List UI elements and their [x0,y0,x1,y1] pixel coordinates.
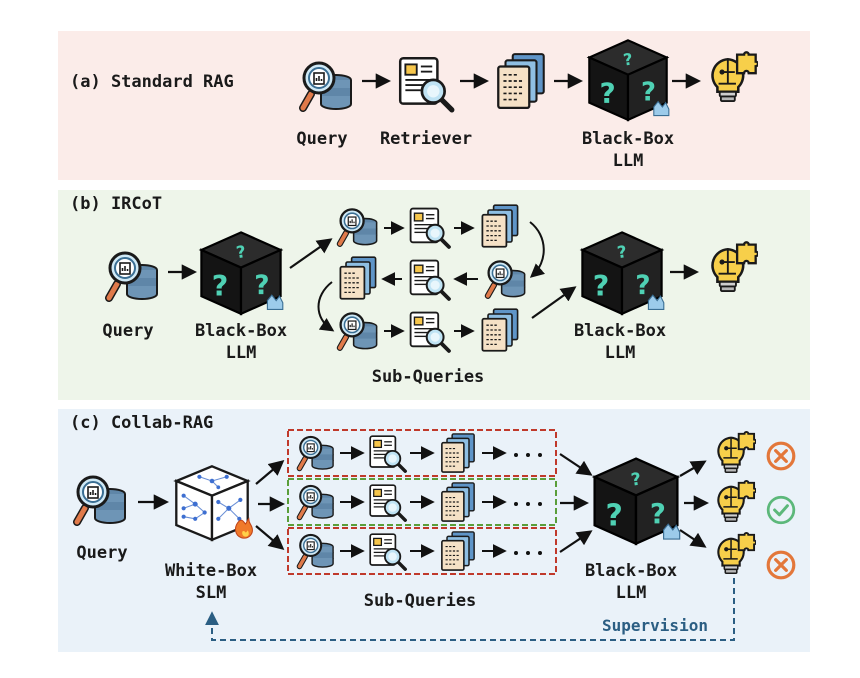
panel-title-collab-rag: (c) Collab-RAG [70,413,214,433]
retriever-label: Retriever [379,129,473,149]
lightbulb-puzzle-icon [711,241,758,293]
documents-stack-icon [497,52,545,110]
query-label: Query [102,321,154,341]
subquery-box-wrong [287,527,557,575]
lightbulb-puzzle-icon [717,479,756,523]
lightbulb-puzzle-icon [717,430,756,474]
arrow [531,286,577,319]
black-box-cube-icon [588,39,670,121]
search-database-icon [488,261,525,296]
black-box-cube-icon [581,231,665,315]
subqueries-label: Sub-Queries [363,591,477,611]
ellipsis [514,502,542,506]
wrong-mark-icon [766,441,796,471]
lightbulb-puzzle-icon [717,531,756,575]
arrow [559,453,593,476]
subqueries-label: Sub-Queries [371,367,485,387]
curved-arrow [317,281,335,332]
check-mark-icon [766,495,796,525]
documents-stack-icon [481,308,519,352]
supervision-label: Supervision [602,616,708,635]
arrow [289,238,333,269]
arrow [679,529,707,548]
document-search-icon [408,206,451,249]
ellipsis [514,453,542,457]
subquery-box-correct [287,478,557,526]
black-box-cube-icon [200,231,284,315]
search-database-icon [340,313,377,348]
search-database-icon [77,477,125,523]
query-label: Query [296,129,348,149]
wrong-mark-icon [766,550,796,580]
document-search-icon [368,483,407,522]
search-database-icon [109,253,157,299]
documents-stack-icon [441,433,475,473]
documents-stack-icon [481,204,519,248]
arrow [679,460,707,477]
subquery-box-wrong [287,429,557,477]
supervision-feedback-arrow [205,578,735,641]
neural-cube-icon [175,465,254,541]
document-search-icon [408,310,451,353]
search-database-icon [303,63,351,109]
panel-title-standard-rag: (a) Standard RAG [70,72,234,92]
document-search-icon [368,434,407,473]
panel-title-ircot: (b) IRCoT [70,194,163,214]
arrow [255,525,285,550]
curved-arrow [529,221,546,278]
search-database-icon [300,437,334,469]
panel-standard-rag [58,31,810,180]
document-search-icon [408,258,451,301]
documents-stack-icon [441,531,475,571]
documents-stack-icon [339,256,377,300]
arrow [559,530,593,553]
document-search-icon [400,58,452,110]
search-database-icon [300,486,334,518]
documents-stack-icon [441,482,475,522]
arrow [255,460,285,485]
search-database-icon [300,535,334,567]
ellipsis [514,551,542,555]
lightbulb-puzzle-icon [711,51,758,103]
search-database-icon [340,209,377,244]
black-box-cube-icon [593,457,681,545]
document-search-icon [368,532,407,571]
query-label: Query [76,543,128,563]
